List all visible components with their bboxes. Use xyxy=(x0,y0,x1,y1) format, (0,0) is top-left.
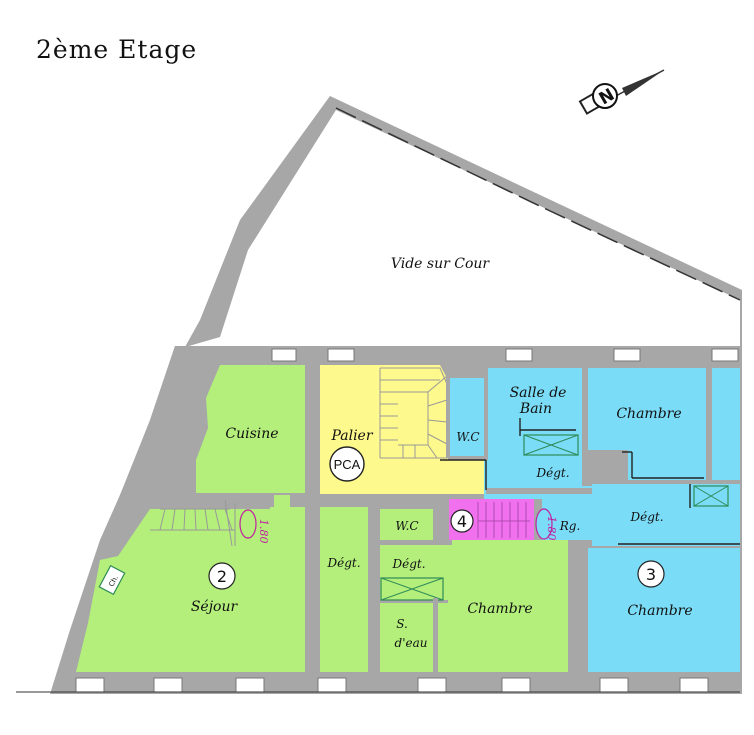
shower-tray-right xyxy=(693,485,729,507)
lot2-wc-center xyxy=(380,509,433,540)
label-palier: Palier xyxy=(330,428,373,444)
label-chambre-top: Chambre xyxy=(616,406,681,422)
lot-blue-chambre-top xyxy=(588,368,706,480)
exterior-left xyxy=(0,346,175,694)
label-chambre-bottom: Chambre xyxy=(627,603,692,619)
lot-blue-chambre-bottom xyxy=(588,548,740,672)
label-chambre-center: Chambre xyxy=(467,601,532,617)
lot2-cuisine xyxy=(196,365,305,493)
lot2-number: 2 xyxy=(217,567,227,586)
shower-tray-left xyxy=(380,577,444,601)
courtyard-void xyxy=(220,110,740,346)
lot2-chambre-center xyxy=(452,548,566,672)
lot-blue-side xyxy=(712,368,740,480)
lot2-sejour xyxy=(76,495,305,672)
height-mark-right-label: 1.80 xyxy=(545,516,558,541)
lot3-badge xyxy=(637,560,665,588)
lot4-badge xyxy=(450,509,474,533)
courtyard-edge xyxy=(335,107,741,301)
lot-blue-wc xyxy=(450,378,484,456)
lot-blue-salle-de-bain xyxy=(488,368,582,424)
lot2-degt-left xyxy=(320,507,368,672)
label-sejour: Séjour xyxy=(191,599,239,615)
floor-title: 2ème Etage xyxy=(36,35,197,64)
label-cuisine: Cuisine xyxy=(225,426,278,442)
label-degt-left: Dégt. xyxy=(326,556,360,570)
compass-north-arrow-icon: N xyxy=(578,69,665,115)
stair-sejour xyxy=(150,499,236,547)
label-salle-de-bain-2: Bain xyxy=(519,401,552,417)
lot4-number: 4 xyxy=(457,512,467,531)
height-mark-left-label: 1.80 xyxy=(257,519,270,544)
s-deau-wall xyxy=(433,598,438,672)
lot2-badge xyxy=(208,562,236,590)
label-s-deau-1: S. xyxy=(396,617,408,631)
height-mark-right: 1.80 xyxy=(535,508,558,541)
pca-label: PCA xyxy=(334,457,361,472)
label-s-deau-2: d'eau xyxy=(395,636,428,650)
stair-landing xyxy=(379,367,448,459)
chimney-marker: Ch. xyxy=(98,564,126,596)
label-wc-right: W.C xyxy=(456,430,479,444)
thin-partitions xyxy=(440,418,740,545)
label-degt-right-upper: Dégt. xyxy=(535,466,569,480)
shower-tray-bain xyxy=(523,434,579,456)
label-degt-right-lower: Dégt. xyxy=(629,510,663,524)
label-degt-center: Dégt. xyxy=(391,557,425,571)
interior-walls xyxy=(196,346,712,680)
height-mark-left: 1.80 xyxy=(239,509,270,544)
lot4-stair xyxy=(449,499,534,540)
lot3-number: 3 xyxy=(646,565,656,584)
pca-badge xyxy=(329,446,365,482)
stair-lot4 xyxy=(477,502,530,538)
lot2-s-deau-cut xyxy=(378,600,448,603)
label-rg: Rg. xyxy=(559,519,581,533)
courtyard-label: Vide sur Cour xyxy=(391,256,491,272)
label-wc-center: W.C xyxy=(395,519,418,533)
label-salle-de-bain-1: Salle de xyxy=(510,385,567,401)
